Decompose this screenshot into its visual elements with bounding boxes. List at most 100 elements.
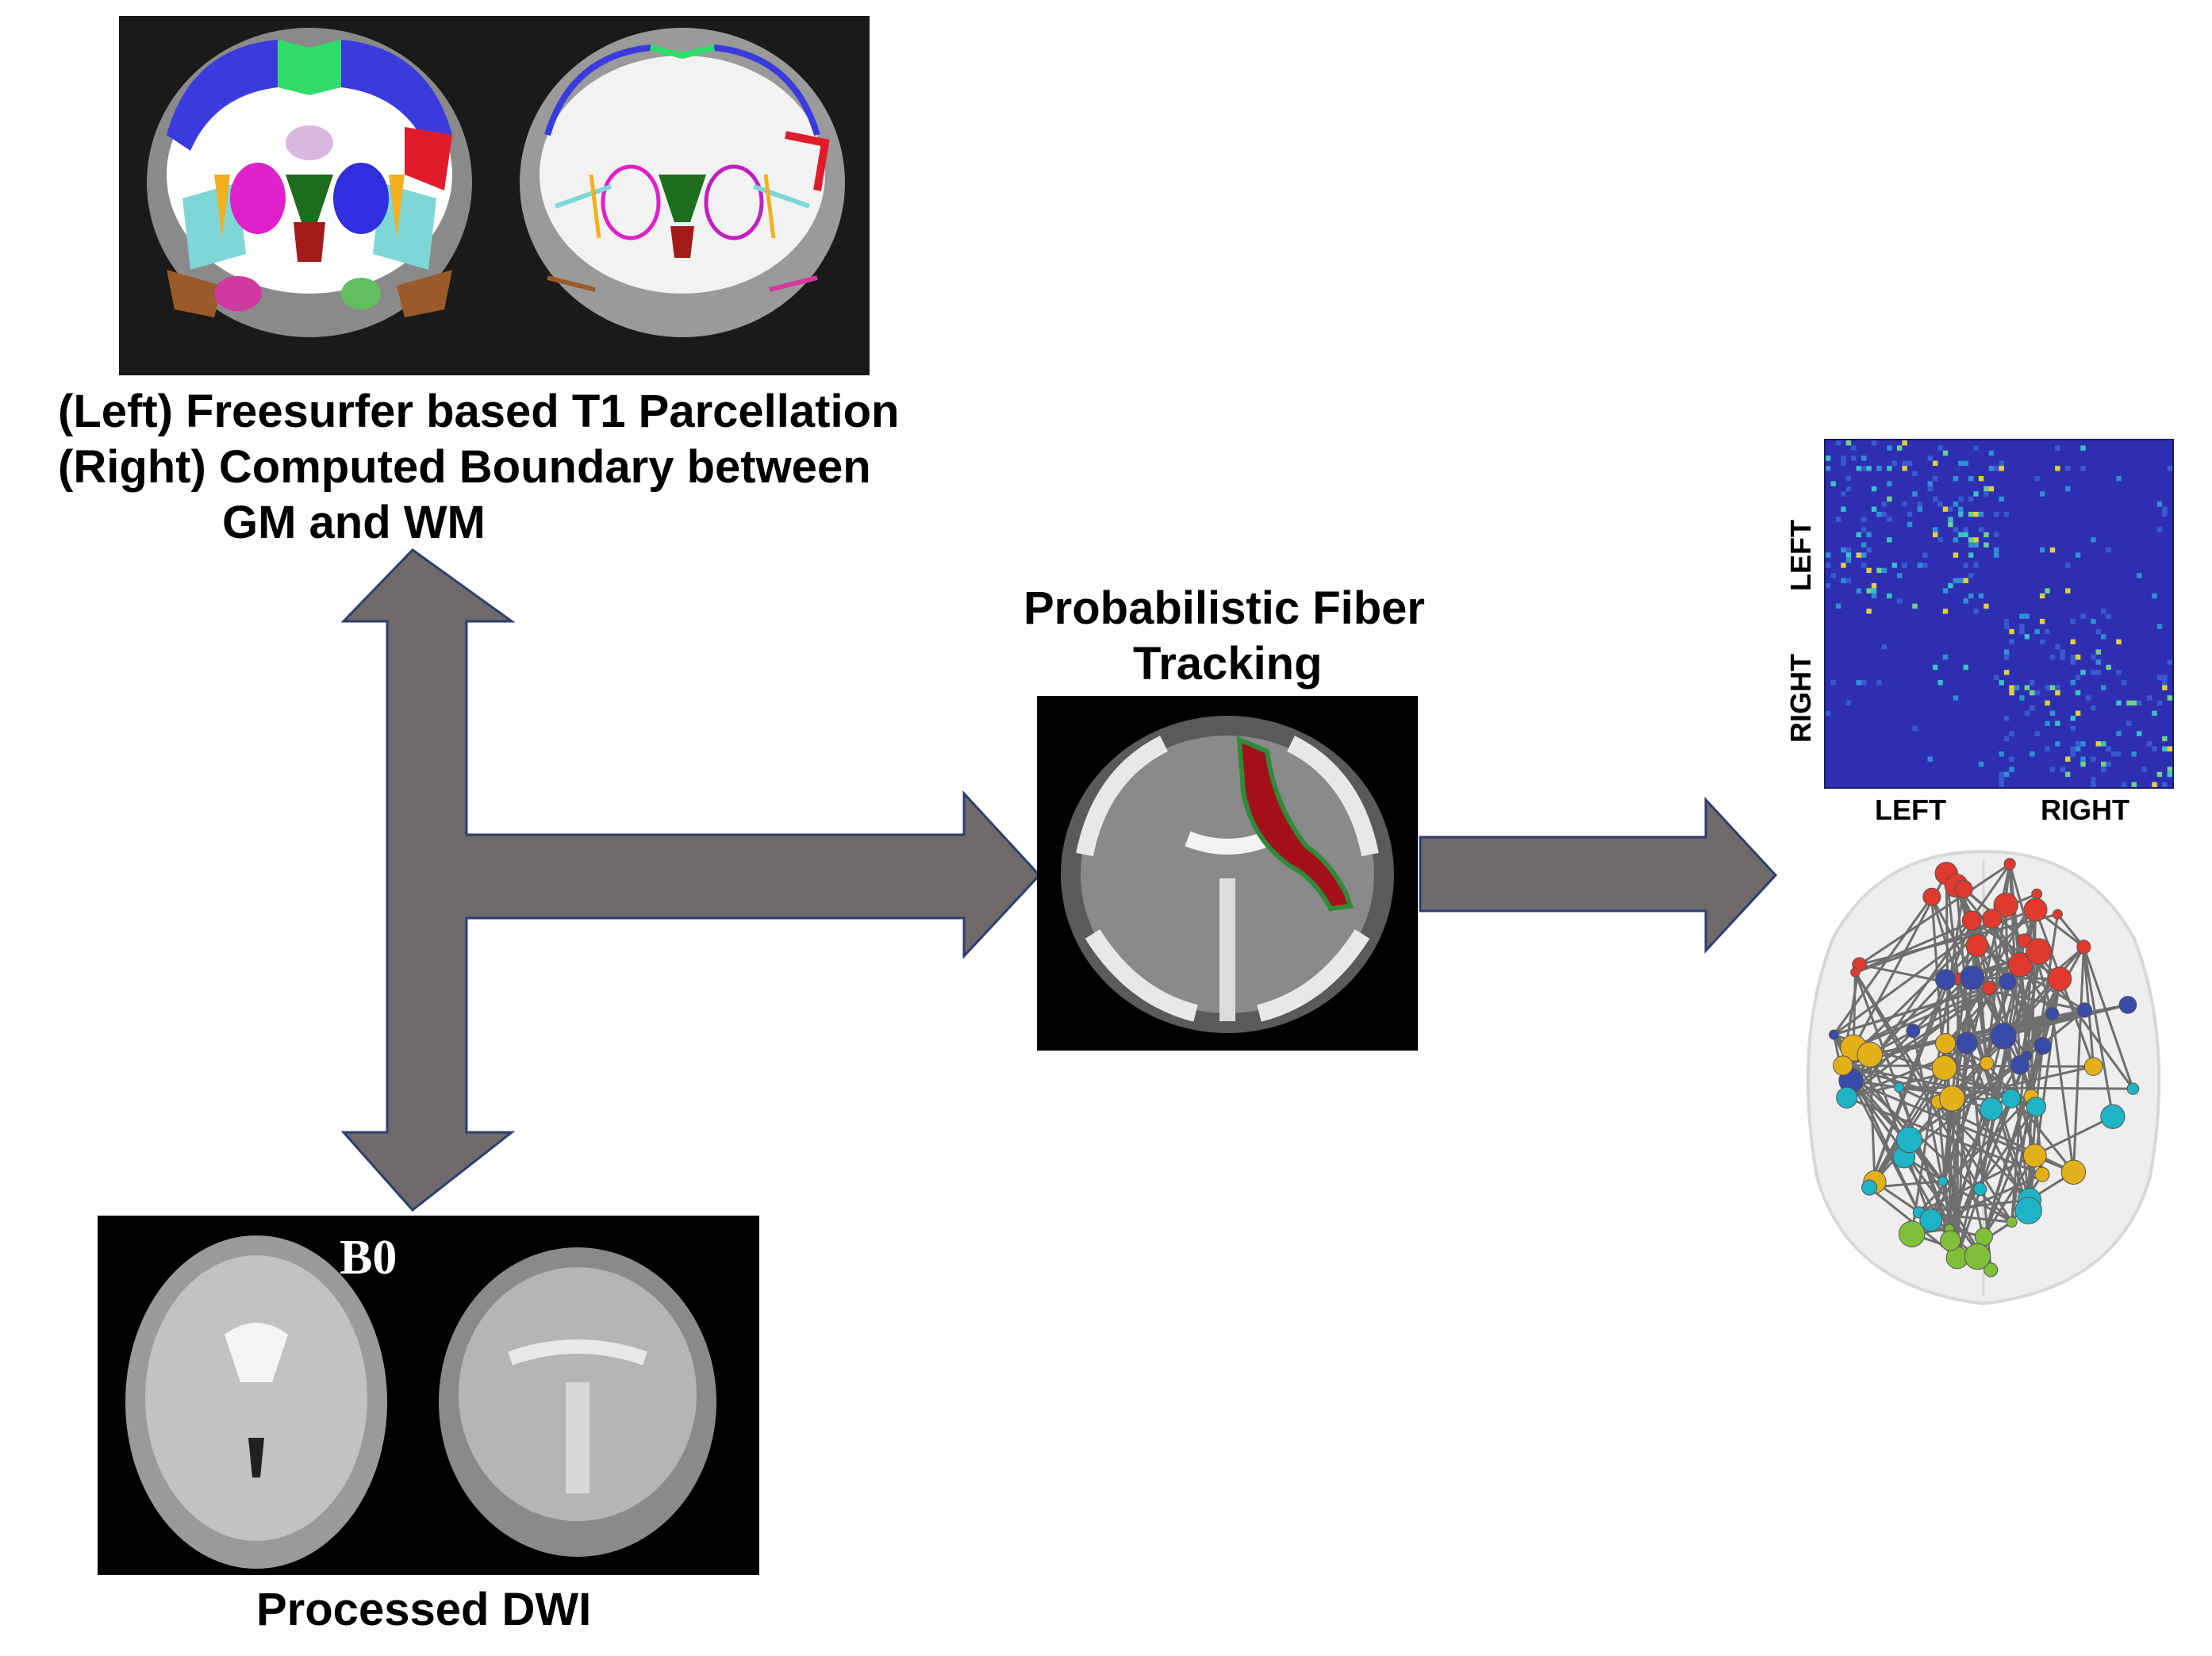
matrix-cell — [1937, 445, 1943, 451]
matrix-cell — [1994, 674, 1999, 681]
matrix-cell — [1994, 466, 1999, 471]
matrix-cell — [2009, 756, 2014, 762]
matrix-cell — [2030, 751, 2035, 757]
matrix-cell — [1871, 588, 1877, 594]
matrix-cell — [2039, 639, 2045, 645]
matrix-cell — [1896, 598, 1903, 604]
network-node — [1850, 967, 1861, 978]
matrix-cell — [1927, 481, 1933, 486]
t1-caption-line3: GM and WM — [222, 497, 486, 548]
matrix-cell — [1968, 496, 1974, 502]
network-node — [1940, 1230, 1961, 1251]
matrix-cell — [2095, 741, 2102, 747]
network-edge — [1945, 1042, 2037, 1108]
t1-parcellation-panel — [119, 16, 870, 375]
matrix-cell — [1922, 563, 1928, 568]
matrix-cell — [1851, 445, 1857, 451]
matrix-cell — [2075, 552, 2081, 558]
matrix-cell — [1958, 460, 1964, 467]
matrix-cell — [1958, 578, 1964, 583]
matrix-cell — [2039, 491, 2045, 497]
matrix-cell — [1922, 552, 1928, 558]
network-node — [1899, 1220, 1926, 1247]
matrix-cell — [1999, 680, 2004, 686]
matrix-cell — [1988, 450, 1995, 456]
network-node — [2118, 996, 2137, 1014]
matrix-cell — [2009, 690, 2014, 696]
matrix-cell — [2060, 767, 2066, 772]
network-edge — [1918, 1115, 2114, 1214]
matrix-cell — [1978, 593, 1984, 599]
matrix-cell — [1841, 578, 1846, 583]
matrix-cell — [1835, 517, 1841, 522]
matrix-cell — [2101, 634, 2106, 640]
network-node — [1980, 1097, 2003, 1121]
matrix-cell — [2065, 756, 2071, 762]
matrix-cell — [1937, 537, 1943, 543]
network-node — [2006, 1216, 2018, 1228]
network-node — [1965, 934, 1989, 958]
matrix-cell — [2152, 782, 2157, 787]
matrix-cell — [2156, 527, 2163, 532]
matrix-cell — [2091, 670, 2096, 675]
matrix-cell — [2101, 767, 2106, 772]
network-edge — [1899, 1085, 2133, 1090]
matrix-cell — [2167, 746, 2172, 752]
matrix-cell — [1984, 491, 1989, 497]
network-node — [2045, 1007, 2060, 1021]
matrix-cell — [1958, 532, 1964, 538]
dwi-panel: B0 — [98, 1216, 759, 1575]
network-edge — [1937, 1101, 1951, 1229]
matrix-cell — [2116, 700, 2122, 706]
matrix-cell — [2106, 761, 2111, 767]
network-node — [1981, 980, 1997, 996]
matrix-cell — [1958, 506, 1964, 512]
matrix-cell — [1841, 491, 1846, 497]
matrix-cell — [1891, 460, 1897, 467]
matrix-cell — [1994, 547, 1999, 553]
network-node — [1861, 1179, 1878, 1196]
matrix-cell — [2045, 685, 2050, 690]
matrix-cell — [1984, 486, 1989, 492]
matrix-cell — [1942, 506, 1949, 512]
network-node — [2026, 1097, 2047, 1117]
matrix-cell — [2080, 466, 2086, 471]
matrix-cell — [1826, 563, 1831, 568]
matrix-cell — [1876, 567, 1882, 574]
matrix-cell — [2156, 624, 2163, 629]
matrix-cell — [1978, 475, 1984, 482]
matrix-cell — [2049, 767, 2056, 772]
matrix-cell — [2045, 720, 2050, 726]
matrix-cell — [1826, 710, 1831, 717]
matrix-cell — [1861, 552, 1867, 558]
network-edge — [1833, 896, 1934, 1035]
matrix-cell — [2116, 731, 2122, 736]
matrix-cell — [2152, 746, 2157, 752]
network-edge — [1868, 1055, 1876, 1182]
network-node — [2010, 1055, 2030, 1075]
matrix-cell — [1861, 542, 1867, 548]
matrix-cell — [1973, 491, 1979, 497]
network-edge — [1833, 917, 1993, 1036]
matrix-cell — [2156, 501, 2163, 507]
matrix-cell — [2003, 771, 2010, 778]
matrix-cell — [2065, 563, 2071, 568]
matrix-cell — [2034, 628, 2040, 635]
network-edge — [2026, 1012, 2054, 1057]
matrix-cell — [2070, 654, 2076, 660]
matrix-cell — [1978, 511, 1984, 517]
matrix-cell — [2070, 680, 2076, 686]
matrix-cell — [2101, 741, 2106, 747]
matrix-cell — [2045, 628, 2050, 635]
matrix-cell — [1887, 517, 1892, 522]
matrix-cell — [1988, 486, 1995, 492]
network-node — [1833, 1055, 1853, 1076]
matrix-cell — [1973, 563, 1979, 568]
matrix-cell — [1963, 532, 1968, 538]
matrix-cell — [1927, 756, 1933, 762]
matrix-cell — [2019, 613, 2025, 619]
matrix-cell — [1973, 537, 1979, 543]
matrix-cell — [2131, 751, 2137, 757]
matrix-cell — [2049, 654, 2056, 660]
network-node — [2001, 1089, 2022, 1108]
